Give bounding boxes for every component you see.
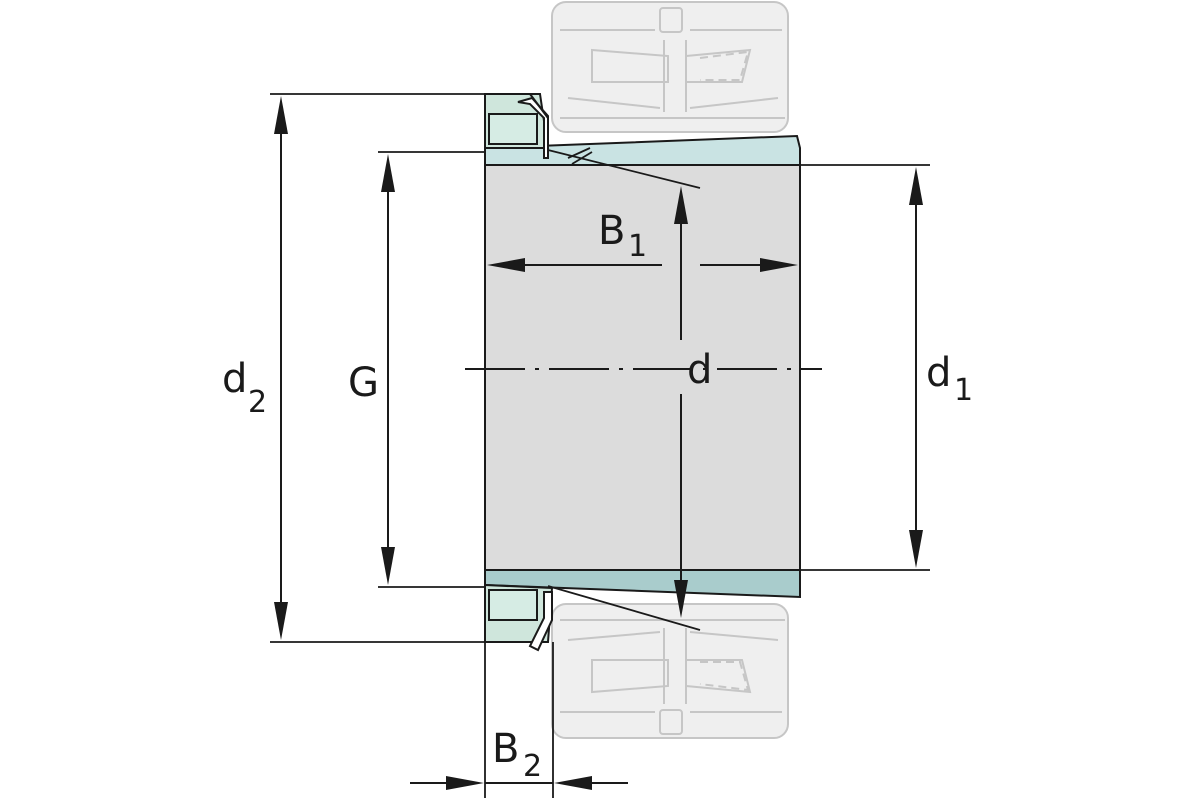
label-b2-sub: 2 bbox=[523, 749, 542, 784]
dimension-g bbox=[381, 154, 395, 585]
label-d: d bbox=[687, 347, 712, 393]
label-d1-sub: 1 bbox=[954, 373, 973, 408]
label-b1-sub: 1 bbox=[628, 229, 647, 264]
washer-line-bottom bbox=[547, 585, 701, 631]
label-d2-main: d bbox=[222, 356, 247, 402]
locknut-bottom bbox=[484, 583, 554, 652]
bearing-outline-top bbox=[551, 1, 789, 133]
label-d2-sub: 2 bbox=[248, 385, 267, 420]
extension-lines bbox=[270, 93, 930, 798]
bearing-outline-bottom bbox=[551, 603, 789, 739]
label-d1: d 1 bbox=[926, 350, 973, 408]
washer-line-top-2 bbox=[567, 147, 593, 165]
locknut-top bbox=[484, 93, 550, 159]
dimension-d2 bbox=[274, 96, 288, 640]
sleeve-body bbox=[484, 134, 801, 599]
label-d2: d 2 bbox=[222, 356, 267, 420]
label-g: G bbox=[348, 360, 379, 406]
dimension-d1 bbox=[909, 167, 923, 568]
label-b1: B 1 bbox=[598, 208, 647, 264]
label-b2: B 2 bbox=[492, 726, 542, 784]
label-b2-main: B bbox=[492, 726, 519, 772]
label-d1-main: d bbox=[926, 350, 951, 396]
dimension-b1 bbox=[487, 258, 798, 272]
dimension-d bbox=[674, 186, 688, 618]
dimension-b2 bbox=[410, 776, 628, 790]
label-b1-main: B bbox=[598, 208, 625, 254]
